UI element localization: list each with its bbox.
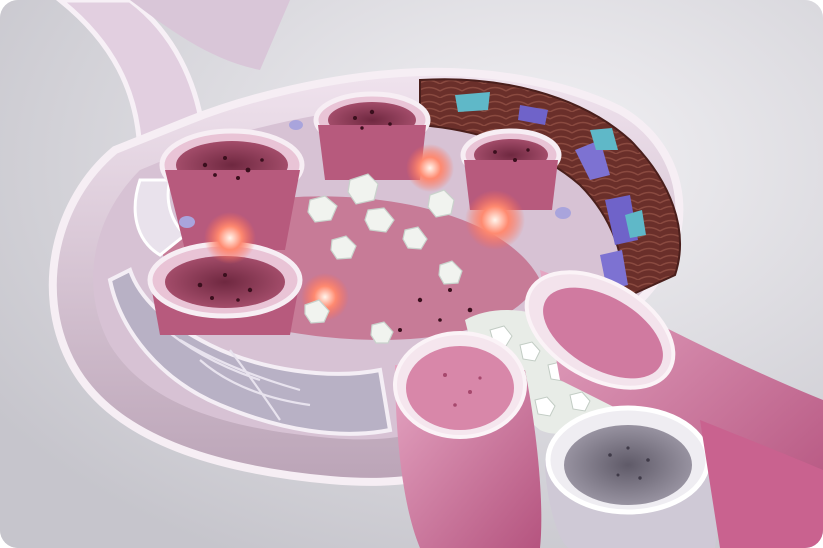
duct-top-center bbox=[313, 91, 431, 180]
pore-dots bbox=[197, 109, 530, 332]
membrane-cells bbox=[179, 120, 571, 228]
duct-bottom-left bbox=[147, 241, 303, 335]
blood-vessel-front bbox=[393, 331, 542, 548]
duct-top-left bbox=[159, 128, 305, 250]
duct-top-right bbox=[460, 128, 562, 210]
vessel-grey bbox=[545, 405, 717, 548]
vessel-edge bbox=[700, 420, 823, 548]
crystal-particles bbox=[304, 173, 463, 344]
inflammation-spots bbox=[204, 144, 525, 321]
